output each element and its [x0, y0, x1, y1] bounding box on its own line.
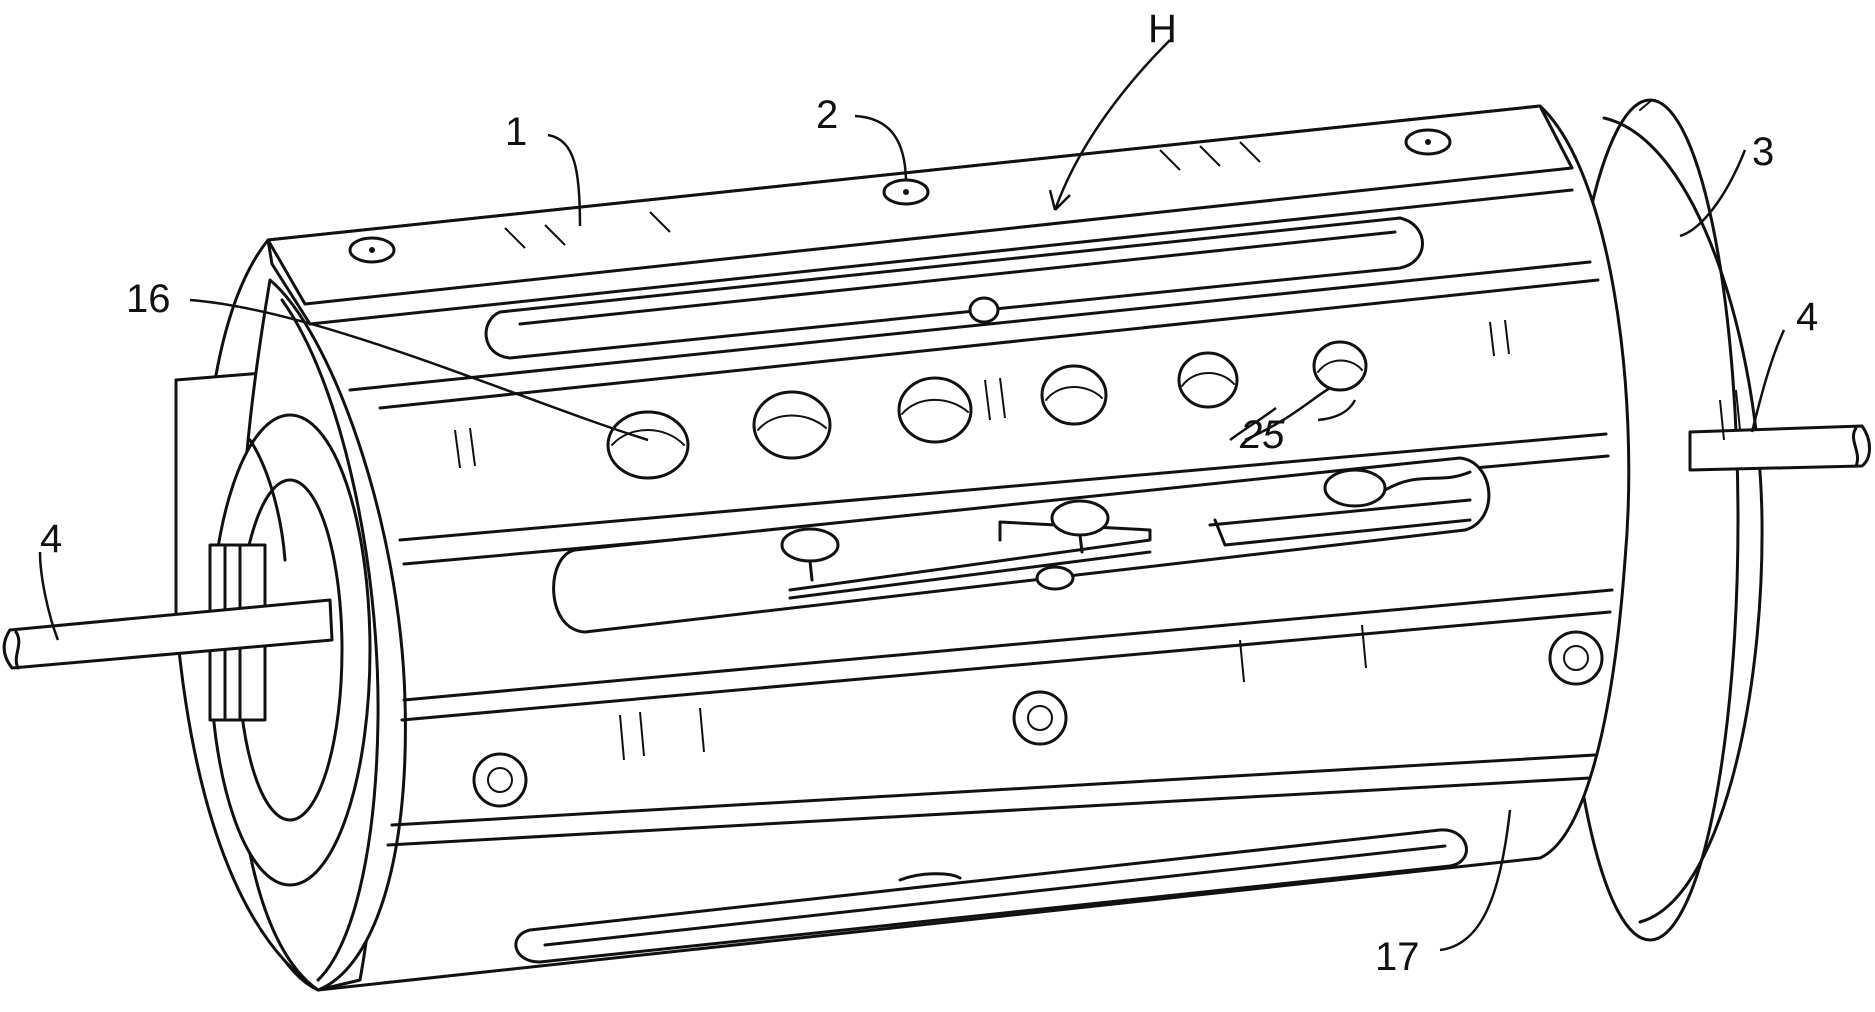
label-4-right: 4: [1796, 295, 1818, 339]
label-16: 16: [126, 277, 171, 321]
label-17: 17: [1375, 935, 1420, 979]
label-2: 2: [816, 93, 838, 137]
label-3: 3: [1752, 130, 1774, 174]
label-4-left: 4: [40, 517, 62, 561]
label-1: 1: [505, 110, 527, 154]
label-25: 25: [1239, 413, 1285, 457]
right-shaft: [1690, 426, 1870, 470]
label-h: H: [1148, 7, 1177, 51]
